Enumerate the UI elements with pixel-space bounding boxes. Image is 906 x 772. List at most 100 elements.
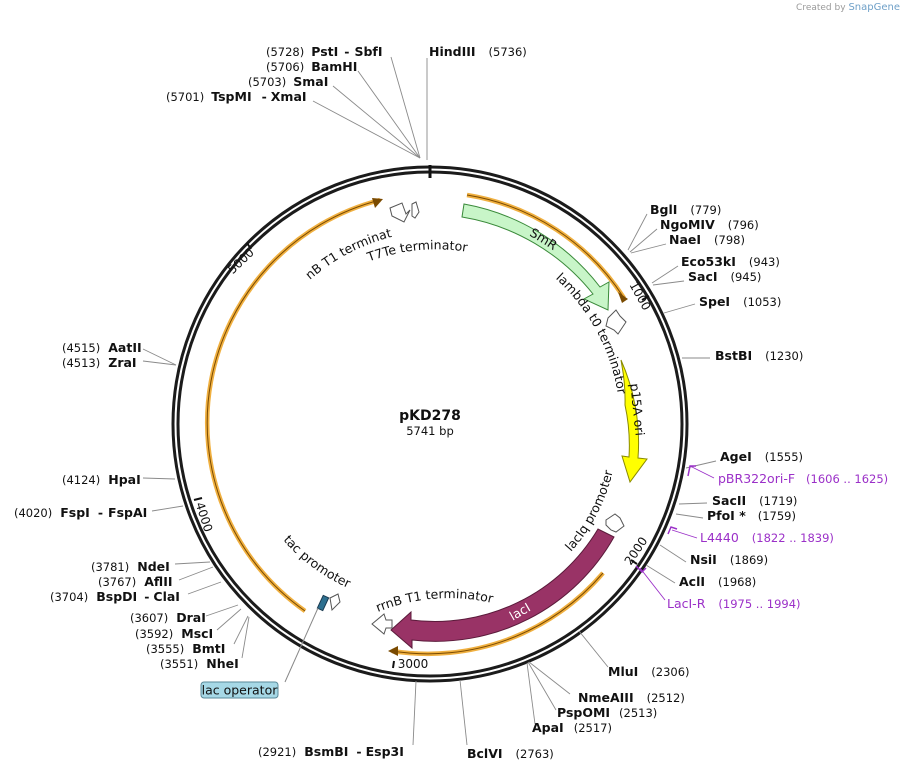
site-fspi-fspai: (4020)FspI-FspAI [14,505,147,520]
site-bstbi: BstBI(1230) [715,348,803,363]
t7te-terminator-arrow [411,201,420,219]
leader-bmti [233,615,249,645]
site-pfoi: PfoI *(1759) [707,508,796,523]
feature-laci [390,528,615,650]
leader-drai [205,604,239,617]
site-eco53ki: Eco53kI(943) [681,254,780,269]
feature-smr [461,203,610,311]
rrnb-t1-terminator-top-arrow [389,202,411,223]
lambda-t0-terminator-arrow [605,309,627,335]
tick-mark-1000 [641,295,650,301]
leader-naei [630,243,667,254]
primer-labels: pBR322ori-F(1606 .. 1625) L4440(1822 .. … [667,471,888,611]
leader-sacii [678,502,708,505]
tick-mark-3000 [392,660,395,669]
leader-bspdi [187,581,222,595]
leader-bsmbi [412,680,417,746]
leader-msci [216,608,242,631]
primer-leader-pbr322ori-f [689,465,715,479]
leader-bclvi [459,679,468,746]
leader-hpai [142,477,176,480]
leader-acli [645,564,676,584]
tick-label-5000: 5000 [225,245,257,276]
plasmid-name: pKD278 [399,408,461,424]
site-naei: NaeI(798) [669,232,745,247]
site-leaders [142,56,717,746]
tick-mark-4000 [193,497,203,501]
leader-spei [663,303,696,314]
rrnb-t1-terminator-bottom-label: rrnB T1 terminator [373,586,495,615]
snapgene-credit: Created by SnapGene [796,2,900,13]
rrnb-t1-terminator-bottom-arrow [371,613,393,635]
site-apai: ApaI(2517) [532,720,612,735]
site-hindiii: HindIII(5736) [429,44,527,59]
orf-arcs [204,192,628,657]
tick-label-1000: 1000 [626,279,653,313]
site-msci: (3592)MscI [135,626,213,641]
lac-operator-label: lac operator [202,683,279,698]
leader-apai [526,662,536,725]
leader-psti [390,56,421,159]
feature-p15a-label: p15A ori [627,383,647,437]
tick-mark-5000 [246,242,252,250]
site-zrai: (4513)ZraI [62,355,137,370]
leader-bgli [627,213,648,251]
leader-eco53ki [651,265,679,284]
site-pspomi: PspOMI(2513) [557,705,657,720]
site-bgli: BglI(779) [650,202,721,217]
leader-saci [652,280,685,286]
leader-smai [332,85,421,159]
tac-promoter-arrow [329,593,341,612]
site-sacii: SacII(1719) [712,493,797,508]
leader-aflii [178,566,214,581]
lac-operator-box [316,594,330,612]
site-psti-sbfi: (5728)PstI-SbfI [266,44,383,59]
orf-arc-left-head [372,198,383,208]
tick-label-3000: 3000 [398,657,429,671]
site-acli: AclI(1968) [679,574,756,589]
tick-mark-2000 [630,559,638,565]
site-labels: (5728)PstI-SbfI (5706)BamHI (5703)SmaI (… [14,44,803,761]
snapgene-logo: SnapGene [848,2,900,13]
laciq-promoter-arrow [605,513,625,533]
site-bamhi: (5706)BamHI [266,59,357,74]
site-nmeaiii: NmeAIII(2512) [578,690,685,705]
lac-operator-leader [284,607,319,683]
leader-aatii [142,348,177,366]
site-saci: SacI(945) [688,269,761,284]
primer-laci-r: LacI-R(1975 .. 1994) [667,596,801,611]
credit-prefix: Created by [796,3,846,13]
primer-pbr322ori-f: pBR322ori-F(1606 .. 1625) [718,471,888,486]
orf-arc-laci-head [388,646,398,656]
site-aatii: (4515)AatII [62,340,142,355]
site-nhei: (3551)NheI [160,656,239,671]
plasmid-length: 5741 bp [406,424,454,438]
leader-ndei [174,561,211,565]
leader-bamhi [357,70,421,159]
primer-mark-l4440 [667,526,678,535]
site-hpai: (4124)HpaI [62,472,141,487]
site-nsii: NsiI(1869) [690,552,768,567]
primer-markers [635,465,715,601]
feature-p15a-ori [620,359,648,484]
lac-operator-callout [200,681,279,699]
primer-l4440: L4440(1822 .. 1839) [700,530,834,545]
site-drai: (3607)DraI [130,610,206,625]
primer-leader-laci-r [639,567,666,601]
primer-leader-l4440 [671,529,698,539]
site-bsmbi-esp3i: (2921)BsmBI-Esp3I [258,744,404,759]
leader-nmeaiii [528,661,571,695]
site-tspmi-xmai: (5701)TspMI-XmaI [166,89,307,104]
site-spei: SpeI(1053) [699,294,781,309]
orf-arc-smr-head [618,292,628,303]
site-ngomiv: NgoMIV(796) [660,217,759,232]
site-bclvi: BclVI(2763) [467,746,554,761]
site-mlui: MluI(2306) [608,664,690,679]
site-smai: (5703)SmaI [248,74,328,89]
orf-arc-laci-line [391,572,604,655]
leader-pfoi [675,513,704,519]
site-bmti: (3555)BmtI [146,641,225,656]
leader-nsii [659,544,687,563]
leader-mlui [578,630,609,668]
